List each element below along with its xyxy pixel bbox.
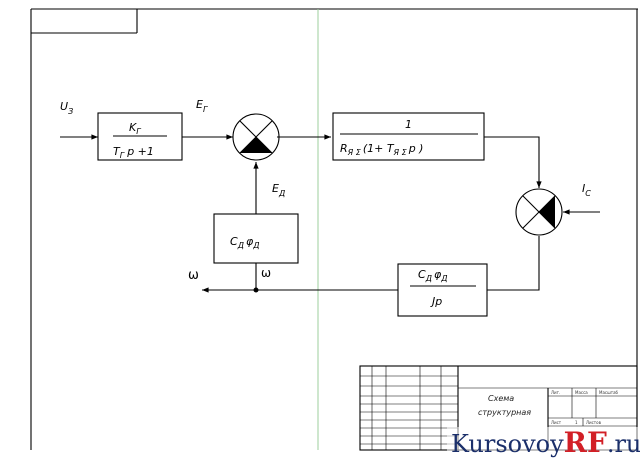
- omega-node-label: ω: [261, 266, 271, 280]
- sheet-label: Лист: [551, 420, 562, 425]
- mechanical-block: [397, 263, 488, 317]
- watermark-backdrop: [447, 427, 640, 463]
- signal-lines: [60, 134, 600, 293]
- generator-block: [97, 112, 183, 161]
- anchor-block: [332, 112, 485, 161]
- ic-label: IC: [582, 182, 591, 198]
- summing-junction-2: [515, 188, 563, 236]
- gen-numerator: KГ: [129, 121, 141, 136]
- omega-out-label: ω: [188, 268, 199, 283]
- branch-node: [253, 287, 259, 293]
- col-mass: Масса: [575, 390, 588, 395]
- sheets-value: 1: [575, 420, 578, 425]
- watermark-logo: KursovoyRF.ru: [451, 426, 640, 459]
- col-lit: Лит.: [551, 390, 560, 395]
- anchor-numerator: 1: [405, 118, 412, 131]
- input-u-label: UЗ: [60, 100, 73, 116]
- drawing-frame: [30, 8, 638, 450]
- mech-denominator: Jp: [430, 295, 442, 308]
- summing-junction-1: [232, 113, 280, 161]
- title-caption-2: структурная: [478, 408, 531, 417]
- cd-phi-block: [213, 213, 299, 264]
- eg-label: EГ: [196, 98, 208, 114]
- col-scale: Масштаб: [599, 390, 619, 395]
- sheets-label: Листов: [586, 420, 602, 425]
- title-caption-1: Схема: [488, 394, 514, 403]
- ed-label: EД: [272, 182, 285, 198]
